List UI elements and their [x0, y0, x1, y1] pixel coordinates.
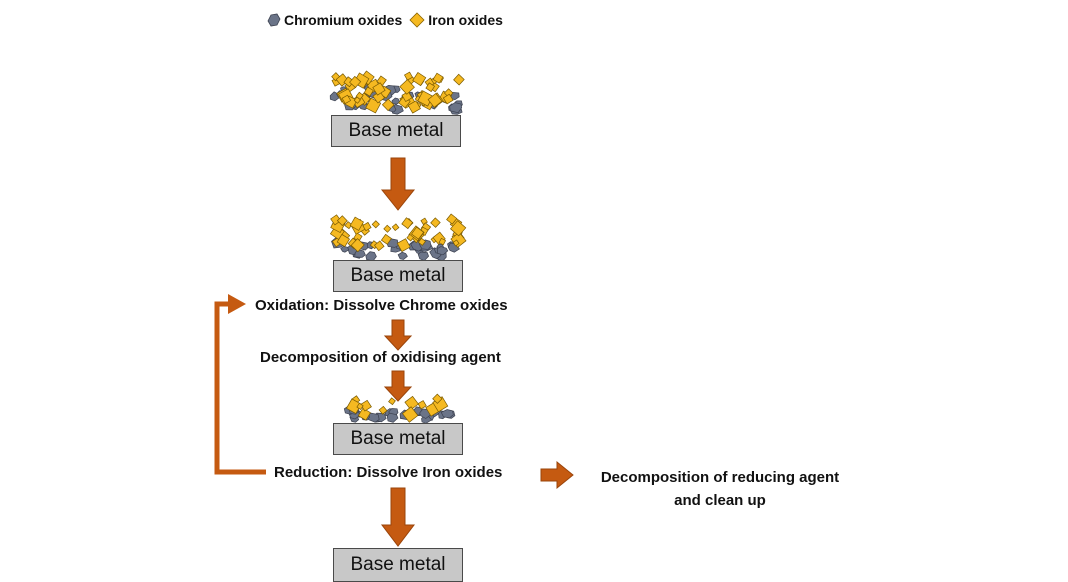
chromium-oxide-particle: [397, 251, 408, 260]
iron-oxide-particle: [372, 82, 386, 96]
base-metal-box-4: Base metal: [333, 548, 463, 582]
base-metal-box-3: Base metal: [333, 423, 463, 455]
iron-oxide-particle: [336, 233, 350, 248]
iron-oxide-particle: [432, 72, 444, 84]
iron-oxide-particle: [432, 393, 443, 404]
chromium-oxide-particle: [437, 246, 449, 256]
iron-oxide-particle: [438, 237, 447, 246]
iron-oxide-particle: [404, 71, 413, 81]
legend-label-iron: Iron oxides: [428, 12, 503, 28]
chromium-oxide-particle: [440, 409, 454, 419]
base-metal-label: Base metal: [350, 265, 446, 286]
iron-oxide-particle: [442, 93, 454, 105]
legend-item-iron: Iron oxides: [409, 12, 503, 28]
iron-oxide-particle: [349, 75, 362, 88]
iron-oxide-particle: [401, 217, 414, 230]
iron-oxide-particle: [374, 240, 385, 252]
base-metal-label: Base metal: [348, 120, 444, 141]
right-arrow: [540, 460, 574, 490]
iron-oxide-particle: [450, 220, 467, 237]
chromium-oxide-particle: [391, 97, 401, 105]
iron-oxide-particle: [427, 93, 443, 108]
decomposition-reducing-line2: and clean up: [674, 492, 766, 509]
iron-oxide-particle: [381, 98, 395, 112]
iron-oxide-particle: [417, 237, 426, 246]
reduction-step-label: Reduction: Dissolve Iron oxides: [274, 464, 503, 481]
iron-oxide-particle: [407, 100, 421, 114]
chromium-oxide-particle: [386, 412, 399, 423]
down-arrow-3: [383, 370, 413, 402]
down-arrow-1: [380, 157, 416, 211]
oxide-deposit-loosened: [329, 213, 467, 262]
iron-oxide-particle: [430, 217, 441, 228]
decomposition-reducing-line1: Decomposition of reducing agent: [600, 469, 840, 486]
iron-oxide-particle: [372, 90, 385, 104]
base-metal-box-2: Base metal: [333, 260, 463, 292]
iron-oxide-particle: [402, 406, 419, 423]
legend: Chromium oxides Iron oxides: [267, 12, 507, 28]
iron-oxide-particle: [363, 86, 374, 97]
iron-oxide-particle: [411, 226, 425, 240]
iron-oxide-icon: [409, 12, 425, 28]
iron-oxide-particle: [446, 213, 458, 225]
iron-oxide-particle: [391, 223, 400, 231]
down-arrow-4: [380, 487, 416, 547]
iron-oxide-particle: [362, 221, 372, 232]
base-metal-label: Base metal: [350, 428, 446, 449]
oxidation-step-label: Oxidation: Dissolve Chrome oxides: [255, 297, 508, 314]
iron-oxide-particle: [452, 239, 460, 247]
iron-oxide-particle: [425, 82, 436, 93]
iron-oxide-particle: [350, 238, 365, 253]
decomposition-oxidising-label: Decomposition of oxidising agent: [260, 349, 501, 366]
iron-oxide-particle: [453, 73, 465, 86]
iron-oxide-particle: [353, 232, 363, 242]
legend-label-chromium: Chromium oxides: [284, 12, 403, 28]
iron-oxide-particle: [399, 79, 415, 95]
iron-oxide-particle: [336, 215, 348, 226]
iron-oxide-particle: [401, 91, 413, 102]
iron-oxide-particle: [344, 221, 353, 230]
iron-oxide-particle: [346, 398, 362, 415]
iron-oxide-particle: [380, 233, 392, 245]
down-arrow-2: [383, 319, 413, 351]
iron-oxide-particle: [412, 72, 427, 87]
iron-oxide-particle: [378, 405, 388, 415]
base-metal-label: Base metal: [350, 554, 446, 575]
chromium-oxide-particle: [449, 102, 463, 114]
iron-oxide-particle: [349, 216, 364, 231]
legend-item-chromium: Chromium oxides: [267, 12, 403, 28]
iron-oxide-particle: [383, 224, 392, 233]
chromium-oxide-icon: [267, 13, 281, 27]
base-metal-box-1: Base metal: [331, 115, 461, 147]
iron-oxide-particle: [404, 395, 419, 411]
iron-oxide-particle: [341, 94, 352, 105]
iron-oxide-particle: [330, 214, 342, 226]
iron-oxide-particle: [356, 402, 364, 410]
oxide-deposit-heavy: [329, 70, 465, 115]
repeat-loop-arrow: [214, 294, 266, 475]
iron-oxide-particle: [371, 220, 380, 229]
iron-oxide-particle: [396, 238, 411, 253]
iron-oxide-particle: [417, 90, 434, 107]
iron-oxide-particle: [353, 96, 361, 104]
oxide-deposit-light: [343, 393, 456, 424]
chromium-oxide-particle: [340, 246, 350, 253]
iron-oxide-particle: [388, 397, 396, 406]
decomposition-reducing-label: Decomposition of reducing agent and clea…: [580, 466, 860, 512]
